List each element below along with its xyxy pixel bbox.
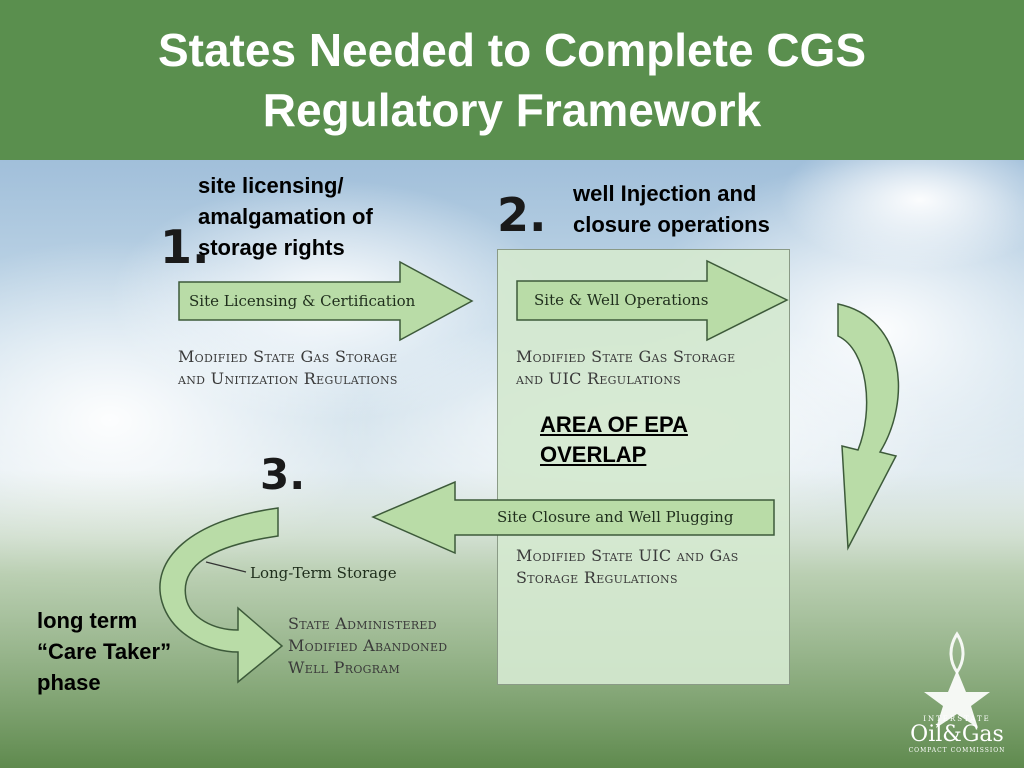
site-licensing-arrow [178, 260, 474, 342]
long-term-storage-label: Long-Term Storage [250, 564, 397, 582]
site-well-operations-label: Site & Well Operations [534, 291, 709, 309]
logo-wordmark: INTERSTATE Oil&Gas COMPACT COMMISSION [900, 715, 1014, 754]
site-closure-label: Site Closure and Well Plugging [497, 508, 734, 526]
caretaker-note: long term “Care Taker” phase [37, 605, 171, 698]
stage-one-note-line: site licensing/ [198, 173, 344, 198]
program-line: State Administered [288, 614, 437, 633]
regulation-line: Modified State UIC and Gas [516, 546, 739, 565]
star-flame-icon [924, 631, 990, 728]
logo-top-text: INTERSTATE [923, 715, 991, 723]
epa-overlap-label: AREA OF EPA OVERLAP [540, 410, 688, 470]
slide-title: States Needed to Complete CGS Regulatory… [157, 24, 867, 136]
state-program-text: State Administered Modified Abandoned We… [288, 613, 447, 679]
stage-one-regulations: Modified State Gas Storage and Unitizati… [178, 346, 398, 390]
logo-bottom-text: COMPACT COMMISSION [908, 747, 1006, 754]
logo-main-text: Oil&Gas [910, 722, 1004, 747]
regulation-line: Storage Regulations [516, 568, 678, 587]
program-line: Well Program [288, 658, 401, 677]
site-licensing-label: Site Licensing & Certification [189, 292, 416, 310]
long-term-pointer-line [205, 561, 247, 573]
site-closure-arrow [371, 480, 775, 555]
stage-two-number: 2. [497, 188, 547, 242]
caretaker-note-line: long term [37, 608, 138, 633]
epa-overlap-line: OVERLAP [540, 442, 647, 467]
stage-one-note-line: amalgamation of [198, 204, 373, 229]
stage-two-regulations: Modified State Gas Storage and UIC Regul… [516, 346, 735, 390]
stage-two-note: well Injection and closure operations [573, 178, 770, 240]
title-bar: States Needed to Complete CGS Regulatory… [0, 0, 1024, 160]
stage-two-note-line: well Injection and [573, 181, 757, 206]
regulation-line: and Unitization Regulations [178, 369, 398, 388]
regulation-line: and UIC Regulations [516, 369, 681, 388]
stage-one-note: site licensing/ amalgamation of storage … [198, 170, 373, 263]
curved-long-term-arrow [159, 507, 284, 684]
stage-three-regulations: Modified State UIC and Gas Storage Regul… [516, 545, 739, 589]
site-well-operations-arrow [516, 259, 789, 342]
stage-one-note-line: storage rights [198, 235, 345, 260]
caretaker-note-line: phase [37, 670, 101, 695]
caretaker-note-line: “Care Taker” [37, 639, 172, 664]
epa-overlap-line: AREA OF EPA [540, 412, 688, 437]
stage-one-number: 1. [160, 220, 210, 274]
stage-two-note-line: closure operations [573, 212, 770, 237]
program-line: Modified Abandoned [288, 636, 448, 655]
regulation-line: Modified State Gas Storage [516, 347, 736, 366]
curved-down-arrow [837, 303, 900, 551]
stage-three-number: 3. [260, 450, 306, 499]
regulation-line: Modified State Gas Storage [178, 347, 398, 366]
